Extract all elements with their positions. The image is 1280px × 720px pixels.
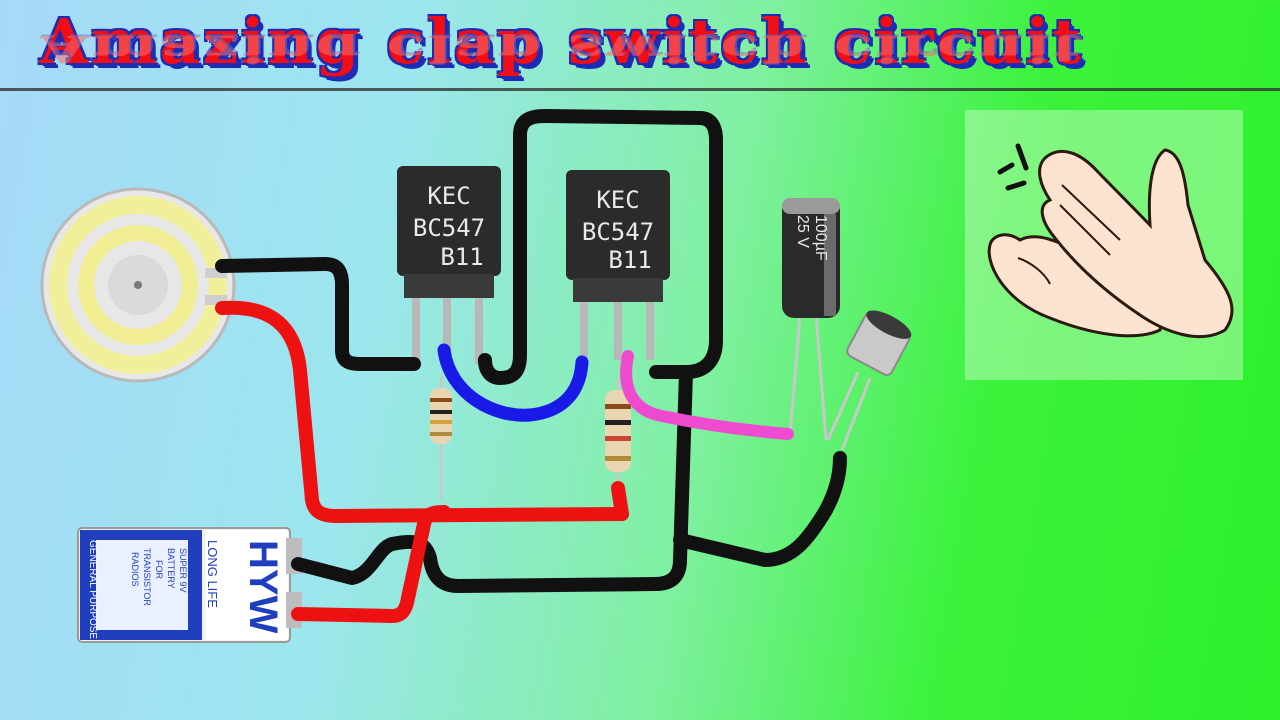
wire-black-led (215, 257, 421, 371)
wire-red-led (215, 300, 629, 523)
wire-black-loop (478, 109, 723, 385)
battery-icon: HYW LONG LIFE SUPER 9V BATTERY FOR TRANS… (77, 527, 302, 643)
capacitor-icon: 25 V 100µF (782, 198, 840, 441)
transistor-1-model: BC547 (413, 214, 485, 242)
transistor-1-brand: KEC (427, 182, 470, 210)
page-title: Amazing clap switch circuit (40, 5, 1084, 78)
wire-black-return (291, 365, 693, 593)
transistor-2: KEC BC547 B11 (566, 170, 670, 360)
capacitor-capacitance: 100µF (812, 215, 829, 261)
battery-side-text-1: SUPER 9V (178, 548, 188, 593)
battery-side-text-4: TRANSISTOR (142, 548, 152, 606)
resistor-1-icon (430, 375, 452, 500)
battery-subtitle: LONG LIFE (205, 540, 220, 608)
battery-side-text-5: RADIOS (130, 552, 140, 587)
transistor-1: KEC BC547 B11 (397, 166, 501, 364)
capacitor-voltage: 25 V (794, 215, 811, 248)
battery-side-text-2: BATTERY (166, 548, 176, 589)
transistor-2-code: B11 (608, 246, 651, 274)
title-divider (0, 88, 1280, 91)
wire-blue (437, 343, 589, 422)
transistor-1-code: B11 (440, 243, 483, 271)
microphone-icon (826, 310, 912, 451)
transistor-2-model: BC547 (582, 218, 654, 246)
transistor-2-brand: KEC (596, 186, 639, 214)
battery-purpose: GENERAL PURPOSE (87, 540, 98, 639)
battery-brand: HYW (241, 540, 285, 634)
wire-black-mic (673, 451, 847, 567)
led-board-icon (40, 187, 236, 383)
wire-red-battery (291, 505, 451, 623)
battery-side-text-3: FOR (154, 560, 164, 579)
wires (215, 109, 847, 623)
wire-red-r2 (611, 481, 629, 521)
wire-pink (620, 350, 794, 440)
clapping-hands-icon (965, 110, 1243, 380)
